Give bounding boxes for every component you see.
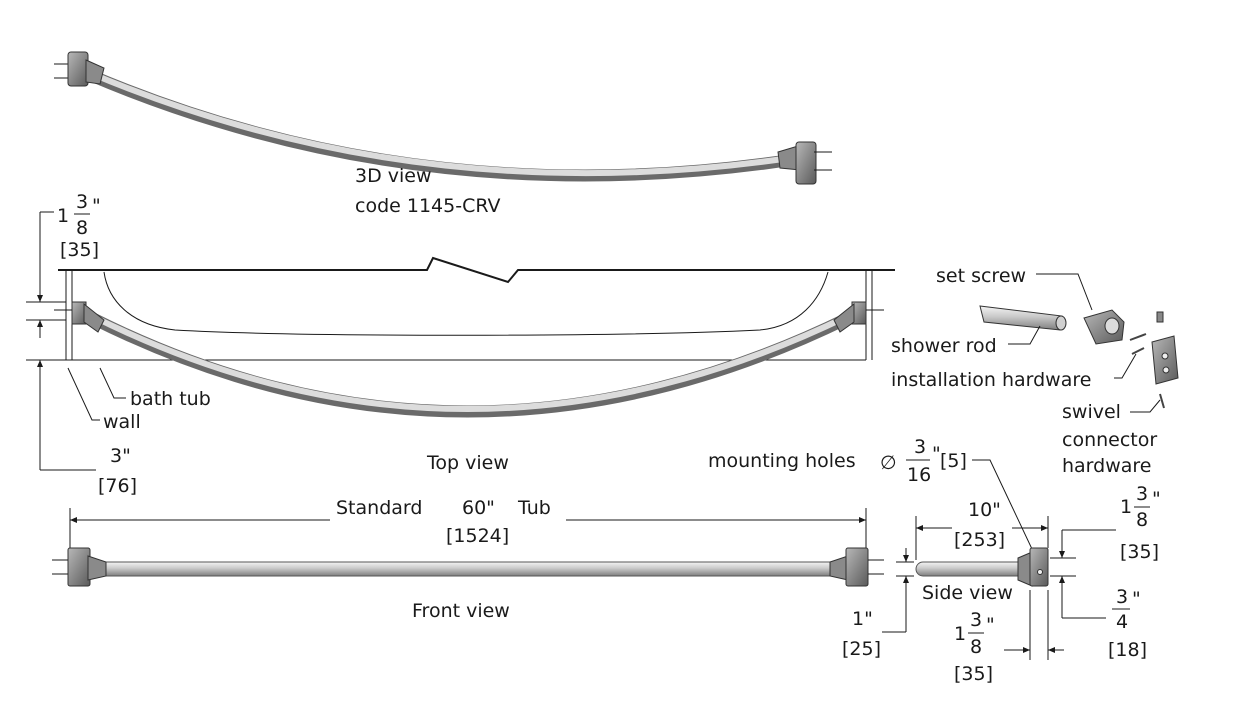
mounting-holes-label: mounting holes	[708, 450, 856, 472]
curved-rod-3d-highlight	[87, 70, 793, 177]
set-screw-leader	[1036, 273, 1093, 311]
dim-whole: 1	[954, 623, 966, 645]
dim-denominator: 8	[76, 217, 88, 239]
bath-tub-label: bath tub	[130, 388, 211, 410]
installation-hardware-label: installation hardware	[891, 369, 1091, 391]
standard-label: Standard	[336, 497, 422, 519]
installation-hardware-leader	[1114, 353, 1137, 379]
view-front-title: Front view	[412, 600, 510, 622]
hole-mm: [5]	[940, 450, 967, 472]
dim-1in: 1" [25]	[842, 548, 914, 660]
dim-1in-mm: [25]	[842, 638, 881, 660]
product-code: code 1145-CRV	[355, 195, 501, 217]
curved-rod-3d	[84, 69, 796, 182]
swivel-label: swivel	[1062, 401, 1121, 423]
dim-3in-mm: [76]	[98, 475, 137, 497]
curved-rod-top-highlight	[89, 313, 851, 412]
hole-num: 3	[914, 436, 926, 458]
dim-10in-value: 10"	[968, 499, 1001, 521]
dim-top-3in: 3" [76]	[37, 360, 137, 497]
tub-length-mm: [1524]	[446, 525, 509, 547]
straight-rod-front	[95, 561, 841, 577]
bracket-front-left	[52, 547, 107, 587]
dim-inch-mark: "	[986, 614, 995, 636]
small-screw	[1159, 393, 1165, 409]
wall-label: wall	[103, 411, 141, 433]
view-3d: 3D view code 1145-CRV	[54, 51, 832, 217]
hole-inch: "	[932, 443, 941, 465]
dim-3-4-den: 4	[1116, 611, 1128, 633]
dim-mm: [35]	[1120, 541, 1159, 563]
diameter-symbol: ∅	[880, 452, 897, 474]
dim-numerator: 3	[1136, 483, 1148, 505]
bracket-top-left	[54, 301, 105, 333]
view-top-title: Top view	[426, 452, 509, 474]
tub-basin-outline	[103, 271, 829, 336]
side-rod	[915, 561, 1031, 577]
dim-10in-mm: [253]	[954, 529, 1005, 551]
dim-numerator: 3	[970, 609, 982, 631]
view-front: Standard 60" Tub [1524] Front view 1" [2…	[52, 497, 914, 660]
dim-numerator: 3	[76, 191, 88, 213]
wall-line	[58, 256, 895, 284]
tub-length-value: 60"	[462, 497, 495, 519]
swivel-leader	[1130, 399, 1161, 413]
hole-den: 16	[907, 464, 931, 486]
bracket-front-right	[829, 547, 884, 587]
bracket-3d-right	[777, 141, 832, 185]
hardware-label: hardware	[1062, 455, 1152, 477]
rod-stub	[979, 305, 1067, 331]
dim-denominator: 8	[970, 636, 982, 658]
dim-1in-value: 1"	[852, 608, 873, 630]
bath-tub-leader	[99, 367, 126, 399]
hardware-exploded: set screw shower rod installation hardwa…	[891, 265, 1179, 477]
dim-mm: [35]	[60, 239, 99, 261]
dim-3-4-mm: [18]	[1108, 639, 1147, 661]
wall-leader	[67, 367, 100, 421]
bracket-3d-left	[54, 51, 105, 87]
dim-3in-value: 3"	[110, 445, 131, 467]
view-top: 1 3 8 " [35] 3" [76] bath tub wall Top v…	[26, 191, 895, 497]
dim-3-4-inch: "	[1132, 588, 1141, 610]
dim-inch-mark: "	[92, 195, 101, 217]
dim-top-1-3-8: 1 3 8 " [35]	[26, 191, 101, 361]
shower-rod-label: shower rod	[891, 335, 997, 357]
dim-mm: [35]	[954, 663, 993, 685]
screws	[1129, 311, 1164, 355]
view-side-title: Side view	[922, 582, 1013, 604]
dim-3-4-num: 3	[1116, 586, 1128, 608]
tub-label: Tub	[517, 497, 551, 519]
swivel-cap	[1083, 309, 1125, 345]
shower-rod-leader	[1008, 325, 1041, 345]
connector-block	[1151, 335, 1179, 385]
mounting-holes-leader	[972, 459, 1041, 567]
set-screw-label: set screw	[936, 265, 1026, 287]
dim-side-1-3-8-bottom: 1 3 8 " [35]	[954, 590, 1064, 685]
dim-side-3-4: 3 4 " [18]	[1061, 586, 1147, 661]
dim-whole: 1	[1120, 496, 1132, 518]
dim-side-1-3-8-top: 1 3 8 " [35]	[1050, 483, 1161, 590]
connector-label: connector	[1062, 429, 1157, 451]
bracket-top-right	[833, 301, 884, 333]
dim-inch-mark: "	[1152, 488, 1161, 510]
dim-denominator: 8	[1136, 509, 1148, 531]
view-3d-title: 3D view	[355, 165, 432, 187]
dim-whole: 1	[57, 205, 69, 227]
side-bracket	[1017, 547, 1049, 587]
view-side: mounting holes ∅ 3 16 " [5] 10" [253] Si…	[708, 436, 1161, 685]
